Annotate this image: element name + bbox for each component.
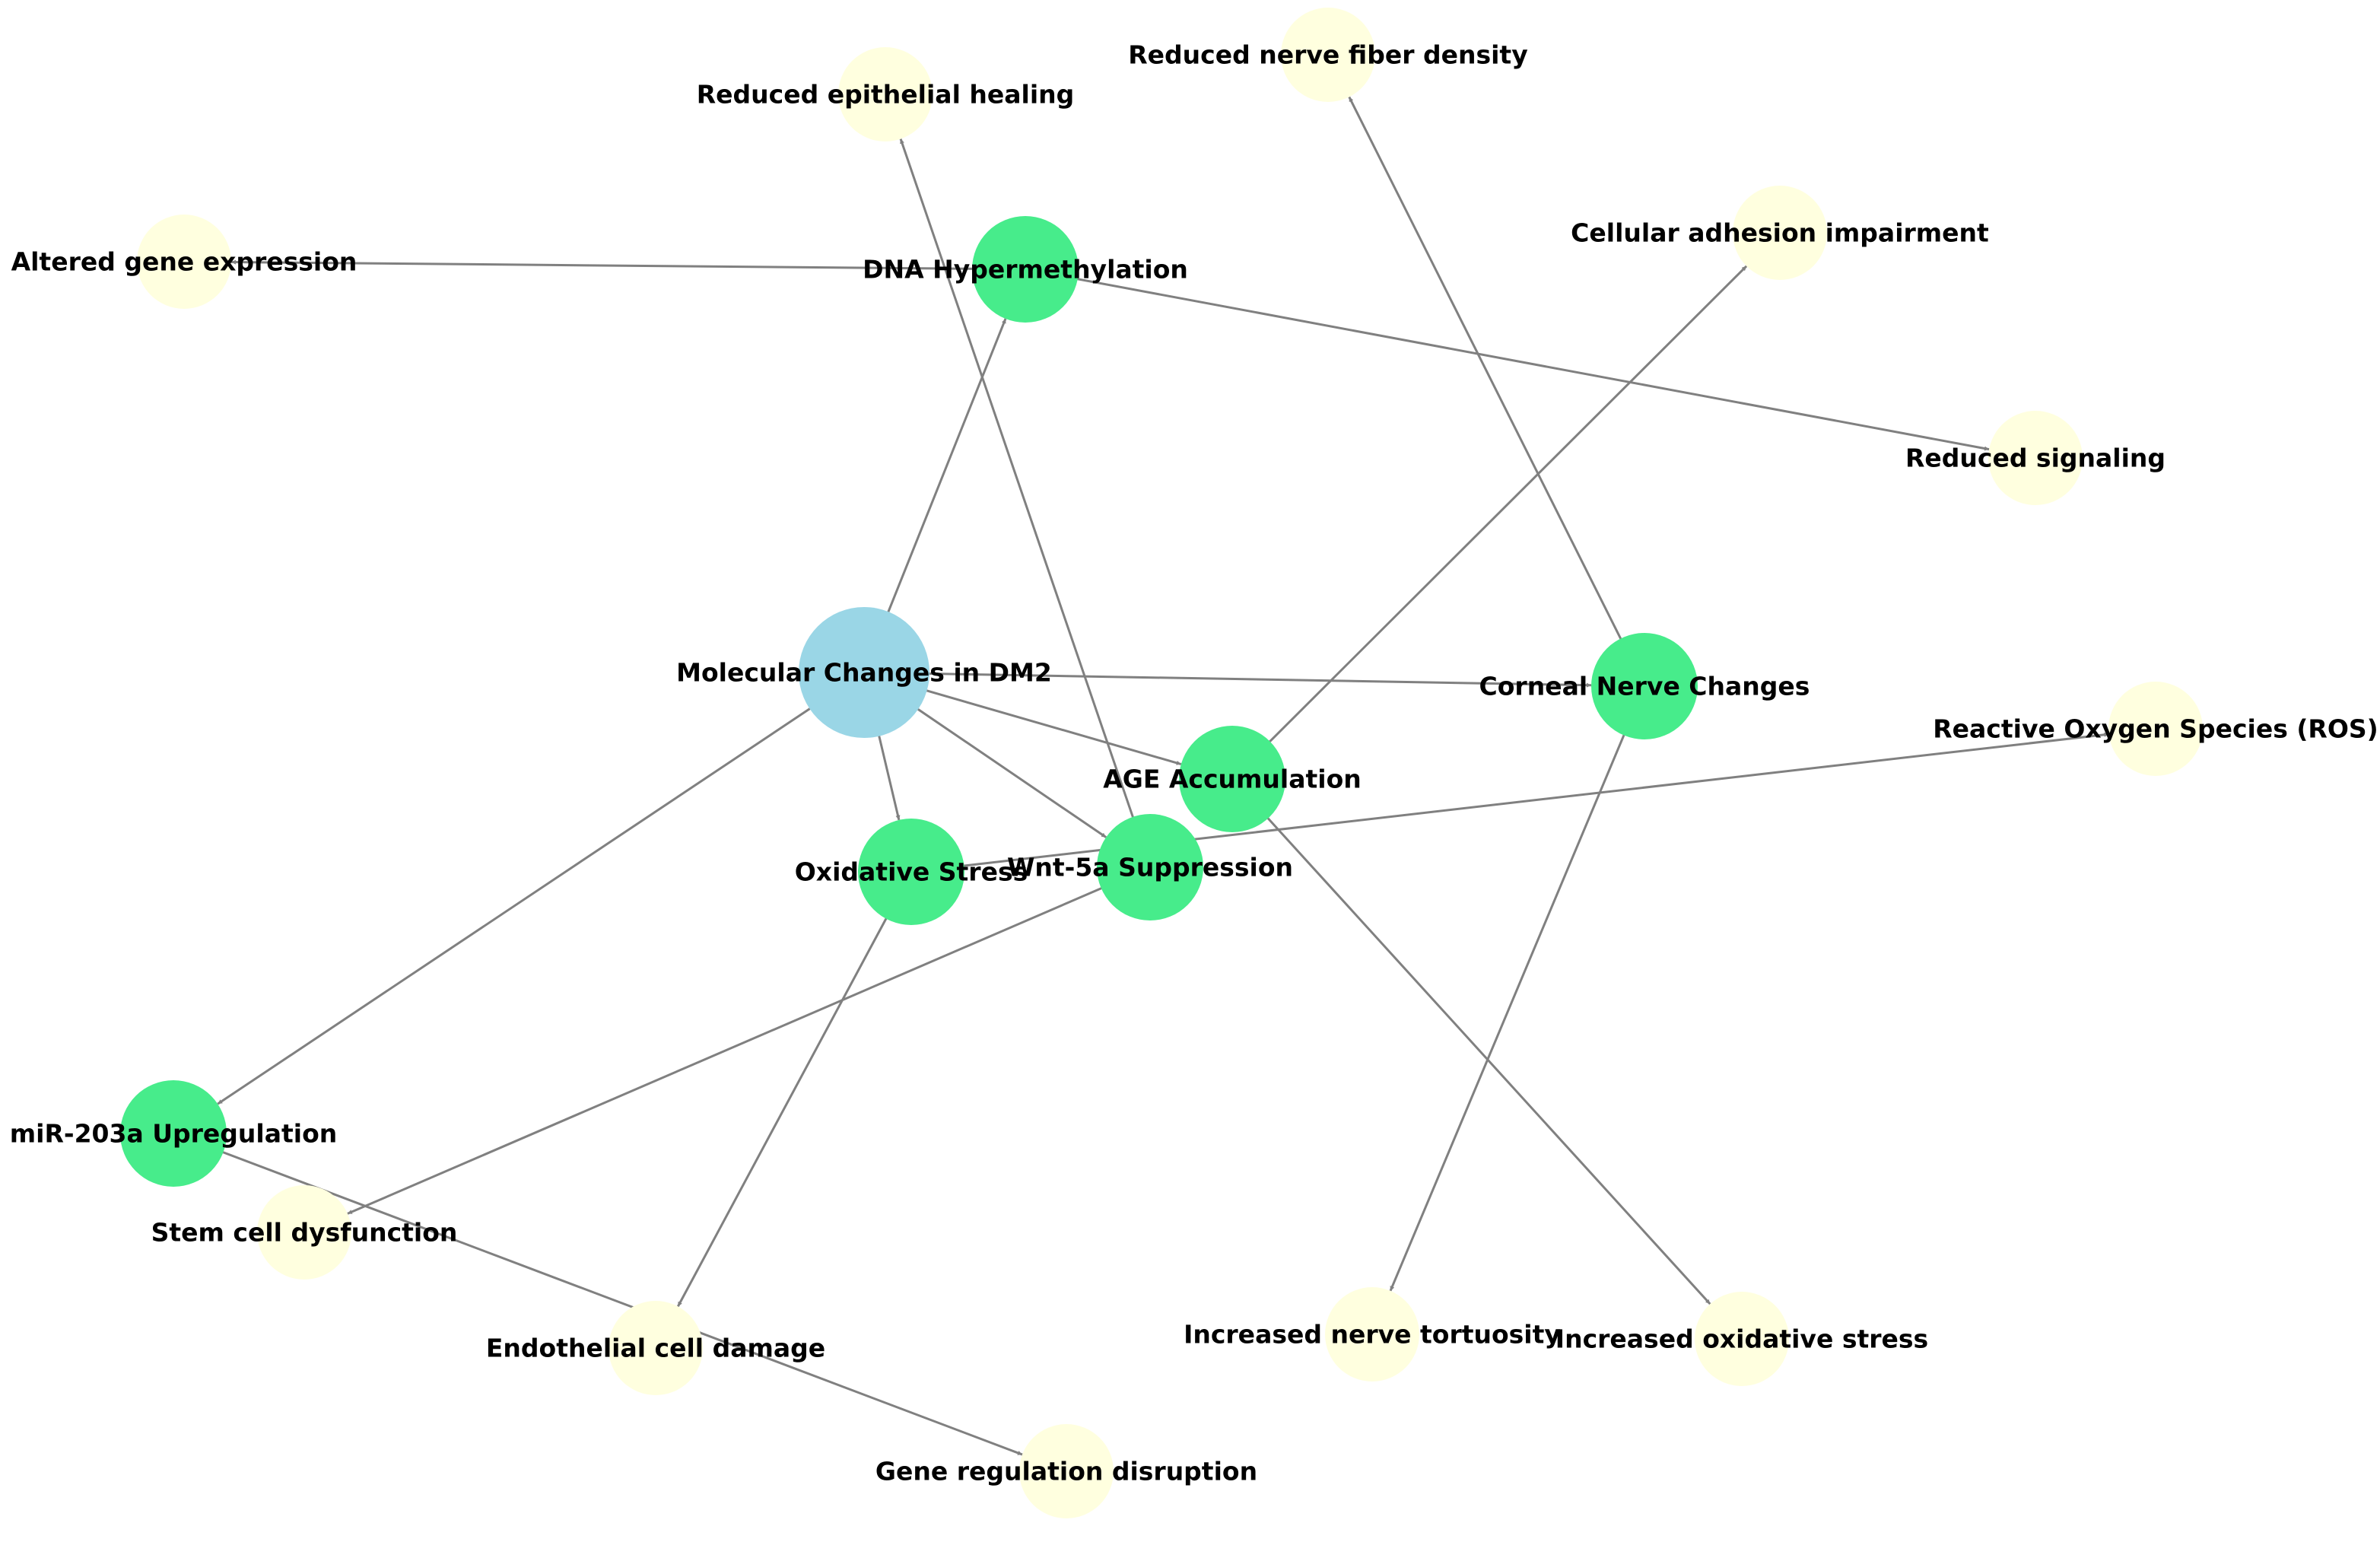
node-label-dna: DNA Hypermethylation bbox=[863, 255, 1188, 285]
node-mir[interactable] bbox=[120, 1080, 227, 1187]
node-label-mir: miR-203a Upregulation bbox=[10, 1119, 337, 1149]
edge-mir-to-generegulation bbox=[173, 1132, 1023, 1456]
node-nervefiber[interactable] bbox=[1281, 8, 1375, 102]
node-signaling[interactable] bbox=[1988, 411, 2083, 505]
node-age[interactable] bbox=[1179, 726, 1285, 832]
node-label-tortuosity: Increased nerve tortuosity bbox=[1184, 1320, 1561, 1350]
node-label-corneal: Corneal Nerve Changes bbox=[1479, 672, 1810, 701]
node-altered[interactable] bbox=[137, 215, 231, 309]
node-label-stemcell: Stem cell dysfunction bbox=[151, 1218, 458, 1248]
node-generegulation[interactable] bbox=[1019, 1424, 1114, 1518]
edge-oxidative-to-endothelial bbox=[676, 871, 913, 1308]
node-label-oxstress: Increased oxidative stress bbox=[1555, 1324, 1928, 1354]
edge-wnt-to-epithelial bbox=[899, 138, 1152, 868]
node-label-molecular: Molecular Changes in DM2 bbox=[676, 658, 1052, 688]
edge-oxidative-to-ros bbox=[910, 732, 2109, 873]
edge-wnt-to-stemcell bbox=[347, 866, 1151, 1215]
node-epithelial[interactable] bbox=[838, 47, 933, 141]
node-endothelial[interactable] bbox=[609, 1301, 703, 1395]
node-adhesion[interactable] bbox=[1733, 186, 1827, 280]
node-label-epithelial: Reduced epithelial healing bbox=[697, 80, 1075, 110]
node-wnt[interactable] bbox=[1097, 814, 1203, 920]
edges-layer bbox=[173, 96, 2109, 1456]
edge-corneal-to-tortuosity bbox=[1389, 685, 1646, 1292]
edge-corneal-to-nervefiber bbox=[1348, 96, 1646, 687]
node-label-age: AGE Accumulation bbox=[1103, 765, 1362, 794]
node-ros[interactable] bbox=[2108, 682, 2203, 776]
node-label-nervefiber: Reduced nerve fiber density bbox=[1128, 40, 1527, 70]
node-stemcell[interactable] bbox=[257, 1185, 351, 1280]
edge-dna-to-signaling bbox=[1025, 268, 1990, 451]
node-label-signaling: Reduced signaling bbox=[1905, 444, 2166, 473]
labels-layer: Molecular Changes in DM2 DNA Hypermethyla… bbox=[10, 40, 2378, 1486]
edge-age-to-adhesion bbox=[1231, 265, 1748, 781]
node-oxstress[interactable] bbox=[1695, 1292, 1789, 1386]
edge-molecular-to-mir bbox=[217, 671, 865, 1105]
node-label-altered: Altered gene expression bbox=[11, 247, 357, 277]
edge-molecular-to-corneal bbox=[863, 671, 1592, 688]
node-dna[interactable] bbox=[972, 216, 1079, 323]
node-molecular[interactable] bbox=[799, 607, 929, 738]
node-tortuosity[interactable] bbox=[1325, 1287, 1419, 1381]
node-corneal[interactable] bbox=[1591, 633, 1698, 739]
node-oxidative[interactable] bbox=[858, 819, 964, 925]
edge-dna-to-altered bbox=[230, 259, 1026, 271]
node-label-wnt: Wnt-5a Suppression bbox=[1007, 853, 1293, 882]
node-label-ros: Reactive Oxygen Species (ROS) bbox=[1933, 714, 2378, 744]
edge-age-to-oxstress bbox=[1231, 777, 1711, 1305]
node-label-oxidative: Oxidative Stress bbox=[795, 857, 1028, 887]
node-label-endothelial: Endothelial cell damage bbox=[486, 1334, 825, 1363]
node-label-adhesion: Cellular adhesion impairment bbox=[1571, 218, 1989, 248]
node-label-generegulation: Gene regulation disruption bbox=[875, 1457, 1257, 1486]
nodes-layer bbox=[120, 8, 2203, 1518]
